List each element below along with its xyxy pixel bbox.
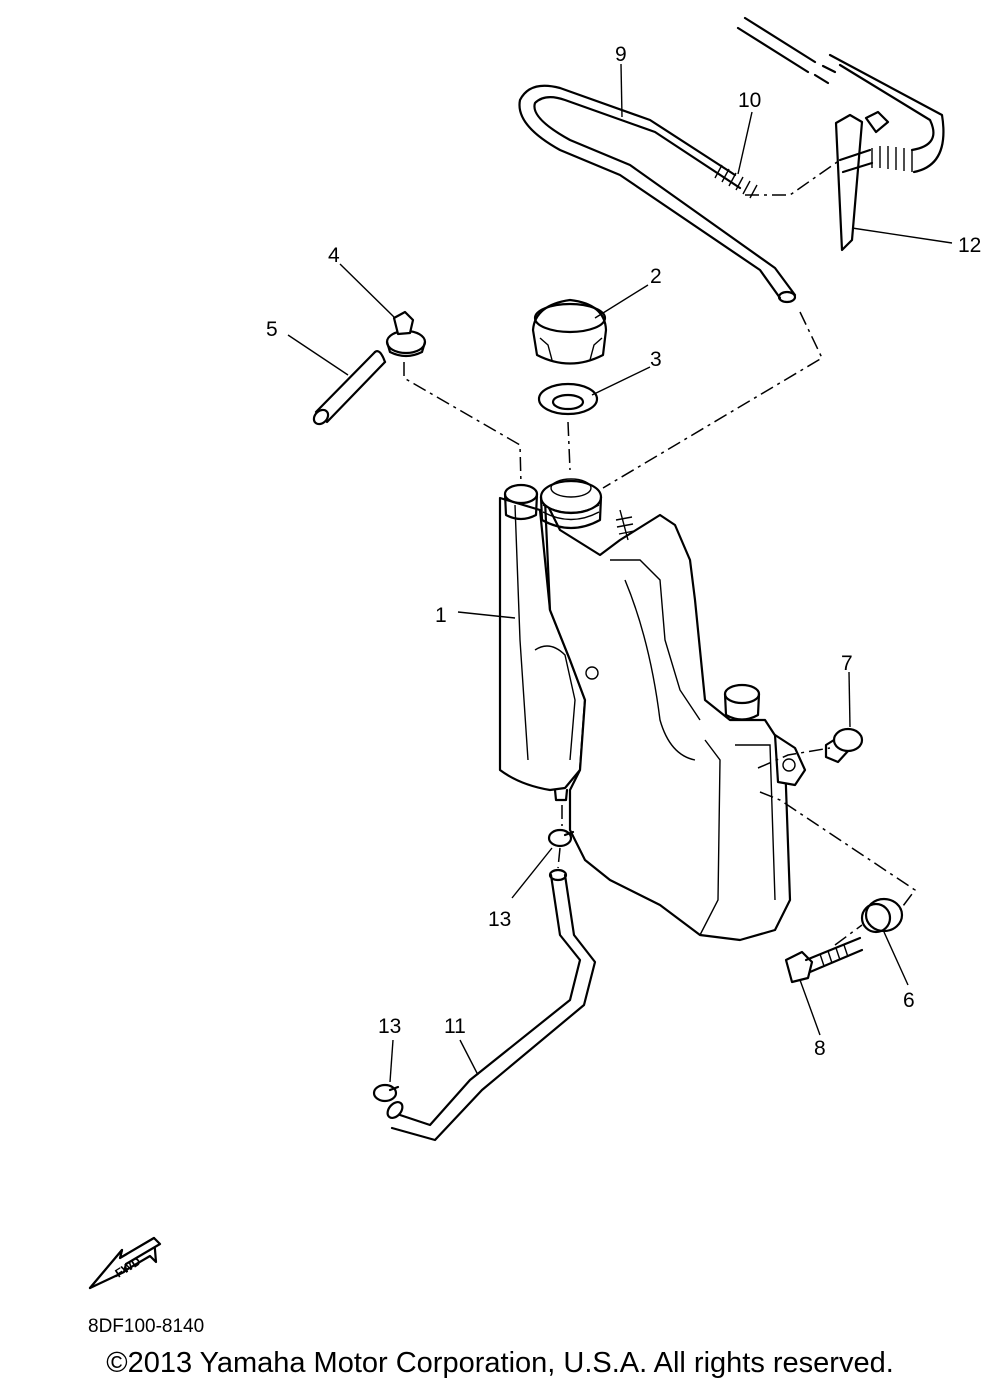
callout-5: 5 (266, 318, 278, 341)
bolt (784, 936, 864, 984)
reservoir-cap (531, 298, 608, 365)
callout-11: 11 (444, 1015, 466, 1038)
callout-7: 7 (841, 652, 853, 675)
hose-clamp-lower (372, 1083, 400, 1103)
callout-10: 10 (738, 89, 761, 112)
collar (824, 727, 864, 764)
reservoir-tank (498, 478, 807, 942)
copyright-notice: ©2013 Yamaha Motor Corporation, U.S.A. A… (106, 1347, 894, 1379)
diagram-code: 8DF100-8140 (88, 1316, 205, 1337)
cap-seal (537, 382, 599, 416)
short-hose (312, 350, 387, 426)
leader-lines (287, 63, 953, 1083)
callout-6: 6 (903, 989, 915, 1012)
callout-numbers: 1 2 3 4 5 6 7 8 9 10 11 12 13 13 (266, 43, 981, 1060)
assembly-lines (403, 311, 917, 946)
callout-8: 8 (814, 1037, 826, 1060)
callout-1: 1 (435, 604, 447, 627)
fwd-arrow-icon: FWD (88, 1236, 162, 1290)
hose-clamp-upper (547, 828, 575, 848)
callout-12: 12 (958, 234, 981, 257)
drain-hose (386, 868, 597, 1142)
hose-bracket (834, 110, 890, 252)
grommet (860, 897, 904, 934)
callout-3: 3 (650, 348, 662, 371)
callout-13-upper: 13 (488, 908, 511, 931)
callout-4: 4 (328, 244, 340, 267)
callout-13-lower: 13 (378, 1015, 401, 1038)
breather-hose (518, 16, 945, 304)
callout-9: 9 (615, 43, 627, 66)
hose-fitting (385, 310, 427, 358)
callout-2: 2 (650, 265, 662, 288)
